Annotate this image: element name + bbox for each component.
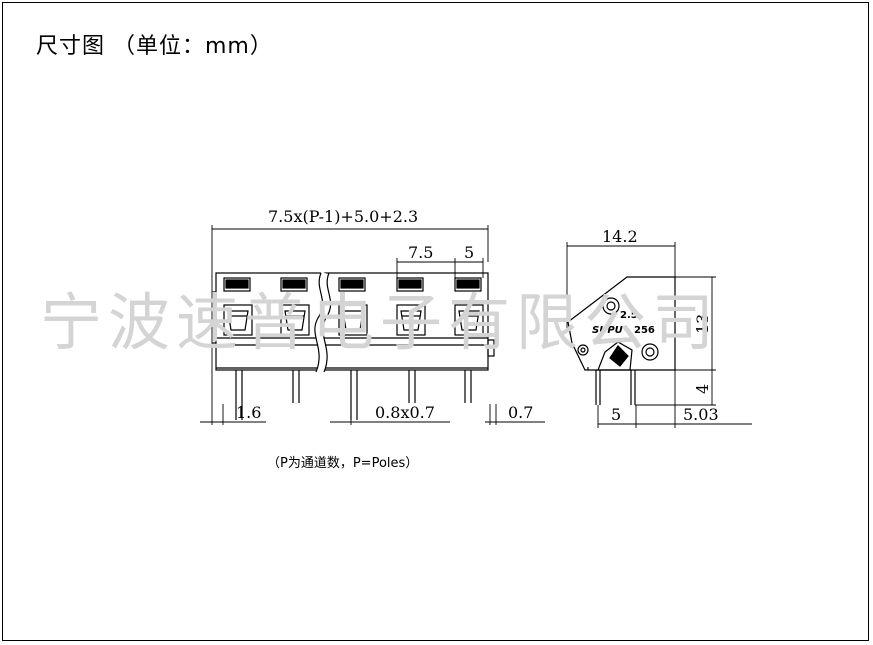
page-title: 尺寸图 （单位：mm） — [36, 34, 273, 59]
side-height-label: 13 — [693, 314, 712, 334]
pitch-label: 7.5 — [408, 243, 433, 262]
pin-spacing-label: 5 — [611, 405, 621, 424]
side-view — [566, 242, 752, 428]
footnote: （P为通道数，P=Poles） — [267, 456, 419, 471]
side-dimension-lines — [566, 242, 752, 428]
model-number: 256 — [634, 325, 655, 336]
offset-label: 0.7 — [508, 403, 533, 422]
front-view — [200, 225, 545, 425]
pitch-mark-label: 2.5 — [620, 310, 638, 321]
pin-length-label: 4 — [693, 384, 712, 394]
end-spacing-label: 5 — [464, 243, 474, 262]
pin-offset-label: 5.03 — [683, 405, 719, 424]
pin-width-label: 1.6 — [236, 403, 261, 422]
pin-section-label: 0.8x0.7 — [375, 403, 435, 422]
front-pins — [235, 370, 472, 420]
brand-logo: SUPU — [592, 325, 623, 336]
front-ports — [223, 277, 484, 336]
front-dimension-lines — [200, 225, 545, 425]
overall-dimension-label: 7.5x(P-1)+5.0+2.3 — [268, 207, 418, 226]
side-width-label: 14.2 — [602, 227, 638, 246]
